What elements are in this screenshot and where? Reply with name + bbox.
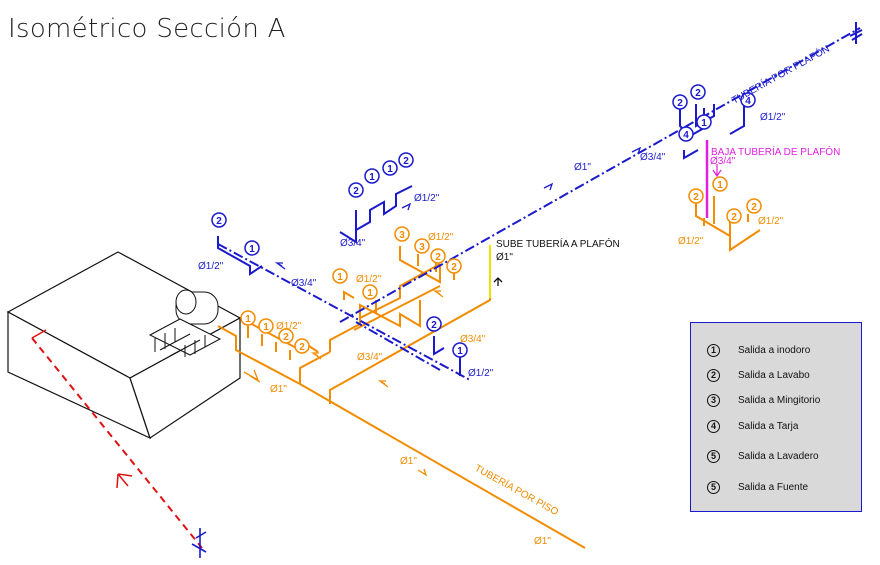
svg-text:1: 1 <box>457 346 463 357</box>
svg-text:1: 1 <box>337 272 343 283</box>
svg-text:Ø1/2": Ø1/2" <box>428 232 454 243</box>
legend-number: 5 <box>707 449 720 463</box>
legend-number: 5 <box>707 480 720 494</box>
svg-text:Ø3/4": Ø3/4" <box>340 238 366 249</box>
svg-text:1: 1 <box>263 322 269 333</box>
svg-text:2: 2 <box>216 216 222 227</box>
legend-item: 4 Salida a Tarja <box>707 418 798 434</box>
svg-text:Ø3/4": Ø3/4" <box>460 334 486 345</box>
legend-item: 5 Salida a Lavadero <box>707 448 819 464</box>
outlet-marker-digits: 2 1 2 1 1 2 2 1 2 2 1 4 4 1 1 2 2 1 1 3 … <box>216 88 757 357</box>
ceiling-piping <box>217 27 861 381</box>
svg-text:Ø1/2": Ø1/2" <box>678 236 704 247</box>
svg-text:2: 2 <box>299 342 305 353</box>
label-baja-tuberia: BAJA TUBERÍA DE PLAFÓN <box>711 145 840 158</box>
legend-number: 4 <box>707 419 720 433</box>
legend-item: 5 Salida a Fuente <box>707 479 808 495</box>
legend-label: Salida a Mingitorio <box>738 394 821 406</box>
legend-item: 1 Salida a inodoro <box>707 342 810 358</box>
diameter-labels: Ø1/2" Ø3/4" Ø3/4" Ø1/2" Ø1/2" Ø1" Ø3/4" … <box>198 112 786 547</box>
svg-text:Ø1/2": Ø1/2" <box>198 261 224 272</box>
svg-text:2: 2 <box>693 192 699 203</box>
svg-text:1: 1 <box>245 314 251 325</box>
svg-text:2: 2 <box>403 156 409 167</box>
legend-label: Salida a inodoro <box>738 344 811 356</box>
svg-text:2: 2 <box>677 98 683 109</box>
svg-text:Ø3/4": Ø3/4" <box>640 152 666 163</box>
cistern-feed-line <box>31 337 203 549</box>
svg-text:4: 4 <box>683 130 689 141</box>
svg-text:2: 2 <box>283 332 289 343</box>
svg-text:3: 3 <box>399 230 405 241</box>
svg-text:3: 3 <box>419 242 425 253</box>
svg-text:2: 2 <box>751 202 757 213</box>
svg-text:2: 2 <box>731 212 737 223</box>
svg-text:2: 2 <box>451 262 457 273</box>
legend-item: 2 Salida a Lavabo <box>707 367 810 383</box>
svg-text:1: 1 <box>369 172 375 183</box>
svg-text:Ø3/4": Ø3/4" <box>710 156 736 167</box>
label-sube-tuberia: SUBE TUBERÍA A PLAFÓN <box>496 237 620 250</box>
legend-number: 3 <box>707 393 720 407</box>
outlet-markers <box>211 84 762 358</box>
svg-text:Ø1/2": Ø1/2" <box>758 216 784 227</box>
svg-text:Ø1/2": Ø1/2" <box>760 112 786 123</box>
floor-piping <box>217 196 761 549</box>
svg-text:2: 2 <box>353 186 359 197</box>
svg-text:Ø3/4": Ø3/4" <box>291 278 317 289</box>
svg-text:2: 2 <box>435 252 441 263</box>
svg-text:Ø1/2": Ø1/2" <box>276 321 302 332</box>
drawing-title: Isométrico Sección A <box>8 14 286 44</box>
svg-text:2: 2 <box>695 88 701 99</box>
svg-text:4: 4 <box>745 96 751 107</box>
legend-label: Salida a Tarja <box>738 420 799 432</box>
break-symbol-icon <box>191 528 207 558</box>
legend-number: 2 <box>707 368 720 382</box>
legend-label: Salida a Fuente <box>738 481 809 493</box>
svg-text:1: 1 <box>367 288 373 299</box>
svg-text:1: 1 <box>717 180 723 191</box>
svg-text:1: 1 <box>249 244 255 255</box>
legend-item: 3 Salida a Mingitorio <box>707 392 820 408</box>
flow-arrows <box>243 94 750 477</box>
svg-text:Ø1": Ø1" <box>574 162 591 173</box>
svg-text:Ø1/2": Ø1/2" <box>468 368 494 379</box>
cistern-arrow-icon <box>116 473 133 489</box>
legend-box: 1 Salida a inodoro 2 Salida a Lavabo 3 S… <box>690 322 862 512</box>
pump-set <box>148 289 222 357</box>
svg-text:1: 1 <box>387 164 393 175</box>
svg-text:2: 2 <box>431 320 437 331</box>
svg-text:Ø1": Ø1" <box>496 252 513 263</box>
legend-label: Salida a Lavabo <box>738 369 810 381</box>
label-tuberia-plafon: TUBERÍA POR PLAFÓN <box>729 42 832 107</box>
svg-text:Ø1": Ø1" <box>270 384 287 395</box>
svg-text:1: 1 <box>701 118 707 129</box>
svg-text:Ø3/4": Ø3/4" <box>357 352 383 363</box>
legend-number: 1 <box>707 343 720 357</box>
legend-label: Salida a Lavadero <box>738 450 819 462</box>
down-arrow-icon <box>712 164 722 178</box>
svg-text:Ø1": Ø1" <box>400 456 417 467</box>
svg-text:Ø1/2": Ø1/2" <box>356 274 382 285</box>
svg-text:Ø1/2": Ø1/2" <box>414 193 440 204</box>
svg-text:Ø1": Ø1" <box>534 536 551 547</box>
